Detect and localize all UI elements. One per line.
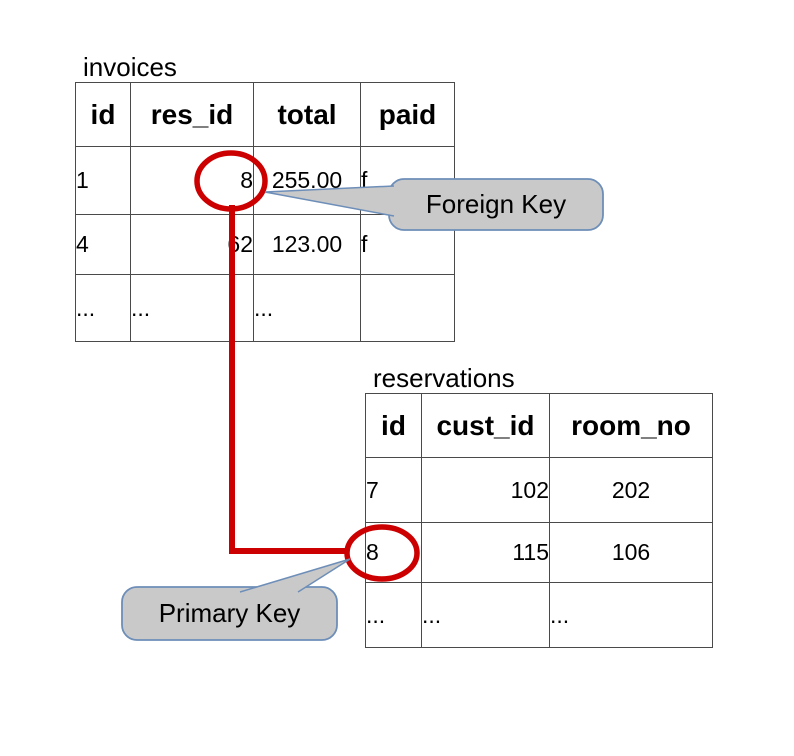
invoices-cell-id: 4 [75, 214, 131, 275]
reservations-cell-cust-id: 102 [421, 457, 550, 523]
invoices-header-id: id [75, 82, 131, 147]
invoices-cell-paid [360, 274, 455, 342]
invoices-cell-id: ... [75, 274, 131, 342]
reservations-cell-room-no: 106 [549, 522, 713, 583]
reservations-cell-room-no: 202 [549, 457, 713, 523]
reservations-header-id: id [365, 393, 422, 458]
invoices-cell-id: 1 [75, 146, 131, 215]
reservations-cell-cust-id: ... [421, 582, 550, 648]
invoices-cell-res-id: 8 [130, 146, 254, 215]
reservations-table-title: reservations [373, 363, 515, 393]
invoices-header-paid: paid [360, 82, 455, 147]
reservations-cell-id: 7 [365, 457, 422, 523]
invoices-header-total: total [253, 82, 361, 147]
invoices-cell-total: 255.00 [253, 146, 361, 215]
reservations-cell-cust-id: 115 [421, 522, 550, 583]
invoices-header-res-id: res_id [130, 82, 254, 147]
reservations-table: id cust_id room_no 7 102 202 8 115 106 .… [365, 393, 713, 648]
reservations-header-cust-id: cust_id [421, 393, 550, 458]
primary-key-callout-label: Primary Key [158, 598, 301, 628]
invoices-row-ellipsis: ... ... ... [75, 274, 455, 342]
invoices-cell-res-id: ... [130, 274, 254, 342]
reservations-cell-id: 8 [365, 522, 422, 583]
reservations-cell-room-no: ... [549, 582, 713, 648]
reservations-cell-id: ... [365, 582, 422, 648]
reservations-header-row: id cust_id room_no [365, 393, 713, 458]
invoices-header-row: id res_id total paid [75, 82, 455, 147]
invoices-cell-total: ... [253, 274, 361, 342]
reservations-row-ellipsis: ... ... ... [365, 582, 713, 648]
invoices-table-title: invoices [83, 52, 177, 82]
invoices-cell-total: 123.00 [253, 214, 361, 275]
reservations-row-1: 7 102 202 [365, 457, 713, 523]
invoices-cell-res-id: 62 [130, 214, 254, 275]
reservations-row-2: 8 115 106 [365, 522, 713, 583]
reservations-header-room-no: room_no [549, 393, 713, 458]
foreign-key-callout-label: Foreign Key [425, 189, 567, 219]
